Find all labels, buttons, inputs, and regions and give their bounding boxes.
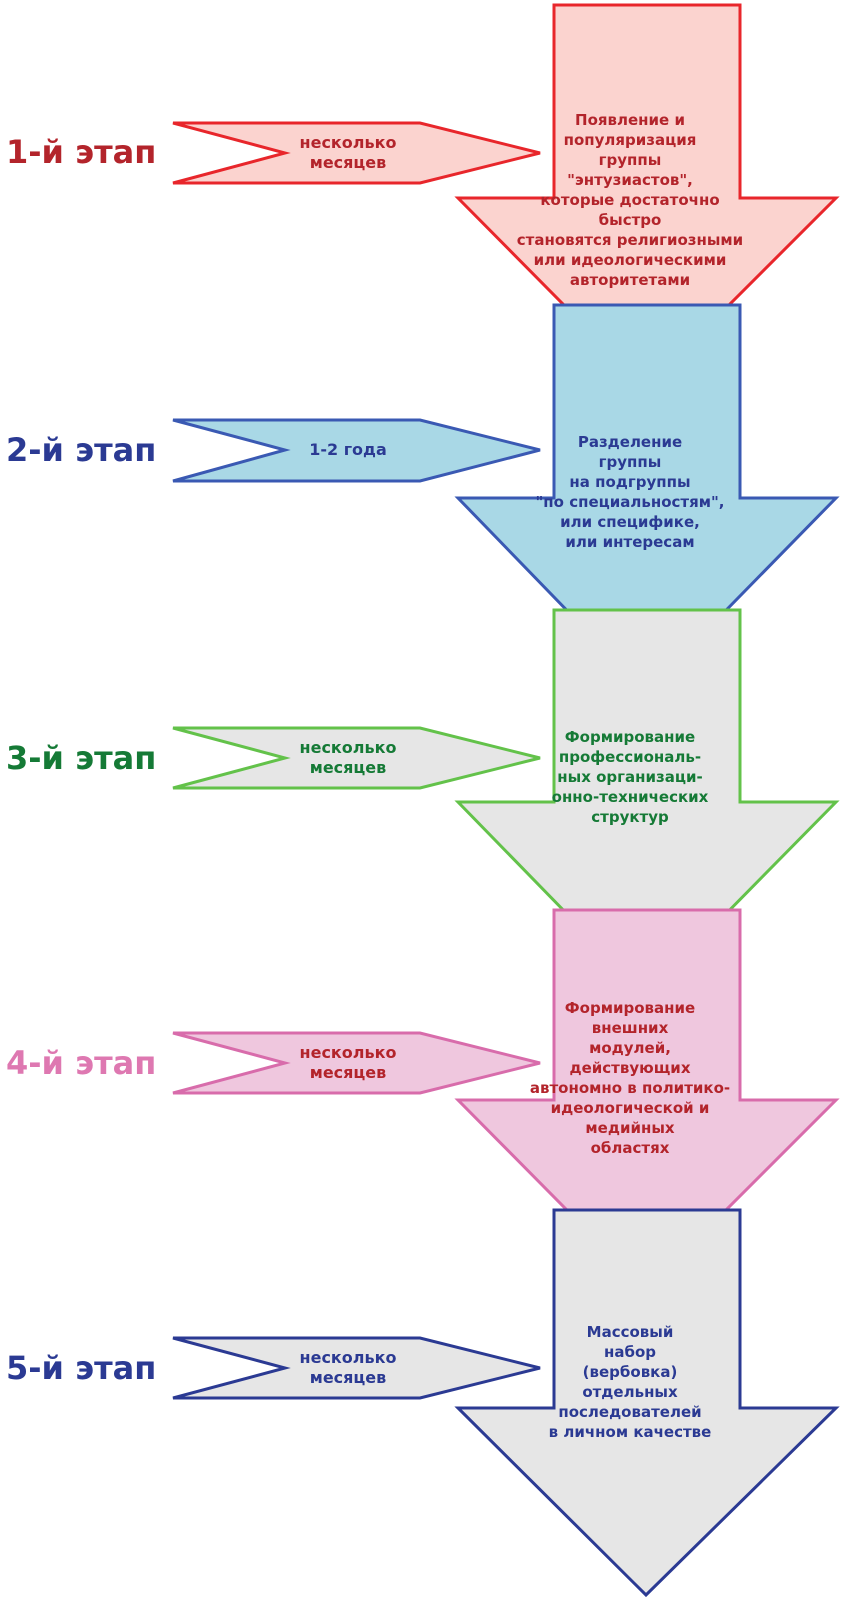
stage-5-chevron-arrow (172, 1336, 541, 1400)
stage-5-big-arrow (454, 1208, 840, 1598)
stage-3-duration: несколько месяцев (299, 738, 397, 777)
stage-3-big-arrow (454, 608, 840, 998)
stage-3-label: 3-й этап (6, 739, 157, 777)
stage-2-description: Разделение группы на подгруппы "по специ… (535, 433, 725, 551)
stage-4-chevron-arrow (172, 1031, 541, 1095)
stage-4-big-arrow (454, 908, 840, 1293)
stage-4-label: 4-й этап (6, 1044, 157, 1082)
stage-1-chevron-arrow (172, 121, 541, 185)
stage-4-duration: несколько месяцев (299, 1043, 397, 1082)
stage-5-label: 5-й этап (6, 1349, 157, 1387)
stage-1-big-arrow (454, 3, 840, 391)
stage-2-label: 2-й этап (6, 431, 157, 469)
stage-5-description: Массовый набор (вербовка) отдельных посл… (548, 1323, 712, 1441)
stage-2-duration: 1-2 года (309, 440, 387, 459)
stage-1-duration: несколько месяцев (299, 133, 397, 172)
stage-1-description: Появление и популяризация группы "энтузи… (516, 111, 744, 289)
stage-2-chevron-arrow (172, 418, 541, 483)
stage-2-big-arrow (454, 303, 840, 695)
stage-1-label: 1-й этап (6, 133, 157, 171)
stage-3-description: Формирование профессиональ- ных организа… (551, 728, 709, 826)
stage-3-chevron-arrow (172, 726, 541, 790)
stage-4-description: Формирование внешних модулей, действующи… (529, 999, 731, 1157)
stage-5-duration: несколько месяцев (299, 1348, 397, 1387)
